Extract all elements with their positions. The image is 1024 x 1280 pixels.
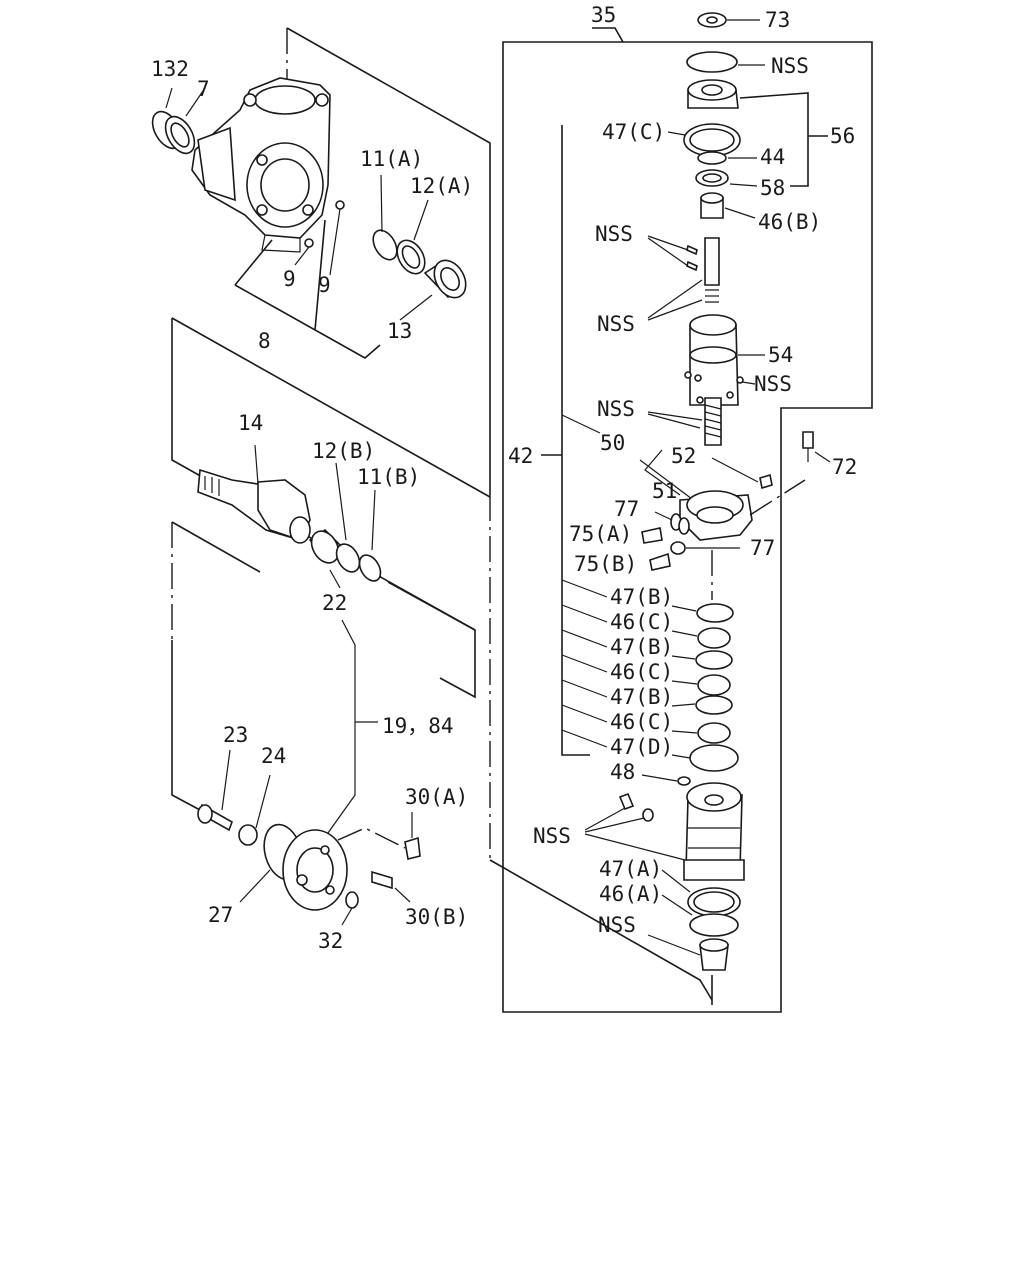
label-11b: 11(B) — [357, 465, 420, 489]
label-73: 73 — [765, 8, 790, 32]
label-27: 27 — [208, 903, 233, 927]
label-nss-7: NSS — [598, 913, 636, 937]
label-51: 51 — [652, 479, 677, 503]
label-48: 48 — [610, 760, 635, 784]
label-30a: 30(A) — [405, 785, 468, 809]
callout-labels: 132 7 11(A) 12(A) 9 9 8 13 14 12(B) 11(B… — [151, 3, 857, 953]
label-46c-3: 46(C) — [610, 710, 673, 734]
label-47b-2: 47(B) — [610, 635, 673, 659]
bolts-9 — [294, 200, 345, 276]
label-132: 132 — [151, 57, 189, 81]
label-nss-3: NSS — [597, 312, 635, 336]
label-46a: 46(A) — [599, 882, 662, 906]
label-75b: 75(B) — [574, 552, 637, 576]
left-frame-lines — [171, 27, 491, 811]
right-frame-lines — [489, 27, 873, 1013]
label-22: 22 — [322, 591, 347, 615]
bearing-22-rings-12b-11b — [308, 462, 382, 589]
label-9a: 9 — [283, 267, 296, 291]
label-nss-4: NSS — [754, 372, 792, 396]
label-46b: 46(B) — [758, 210, 821, 234]
label-19-84: 19，84 — [382, 714, 454, 738]
label-30b: 30(B) — [405, 905, 468, 929]
gear-housing — [191, 77, 331, 253]
label-47b-1: 47(B) — [610, 585, 673, 609]
label-77-b: 77 — [750, 536, 775, 560]
rings-11a-12a-bearing-13 — [372, 174, 467, 321]
side-cover-assembly — [197, 619, 421, 926]
label-7: 7 — [197, 77, 210, 101]
label-14: 14 — [238, 411, 263, 435]
label-nss-6: NSS — [533, 824, 571, 848]
label-44: 44 — [760, 145, 785, 169]
label-47b-3: 47(B) — [610, 685, 673, 709]
label-42: 42 — [508, 444, 533, 468]
label-47d: 47(D) — [610, 735, 673, 759]
label-nss-5: NSS — [597, 397, 635, 421]
label-47c: 47(C) — [602, 120, 665, 144]
seal-rings-132-7 — [151, 87, 206, 155]
label-8: 8 — [258, 329, 271, 353]
label-56: 56 — [830, 124, 855, 148]
label-12a: 12(A) — [410, 174, 473, 198]
label-13: 13 — [387, 319, 412, 343]
label-46c-2: 46(C) — [610, 660, 673, 684]
label-nss-2: NSS — [595, 222, 633, 246]
label-54: 54 — [768, 343, 793, 367]
label-58: 58 — [760, 176, 785, 200]
label-23: 23 — [223, 723, 248, 747]
label-72: 72 — [832, 455, 857, 479]
label-77-a: 77 — [614, 497, 639, 521]
label-9b: 9 — [318, 273, 331, 297]
label-75a: 75(A) — [569, 522, 632, 546]
label-50: 50 — [600, 431, 625, 455]
label-46c-1: 46(C) — [610, 610, 673, 634]
label-35: 35 — [591, 3, 616, 27]
label-52: 52 — [671, 444, 696, 468]
valve-piston-stack — [584, 12, 831, 971]
label-nss-1: NSS — [771, 54, 809, 78]
label-24: 24 — [261, 744, 286, 768]
label-11a: 11(A) — [360, 147, 423, 171]
sector-shaft-14 — [197, 444, 311, 544]
label-12b: 12(B) — [312, 439, 375, 463]
label-32: 32 — [318, 929, 343, 953]
label-47a: 47(A) — [599, 857, 662, 881]
